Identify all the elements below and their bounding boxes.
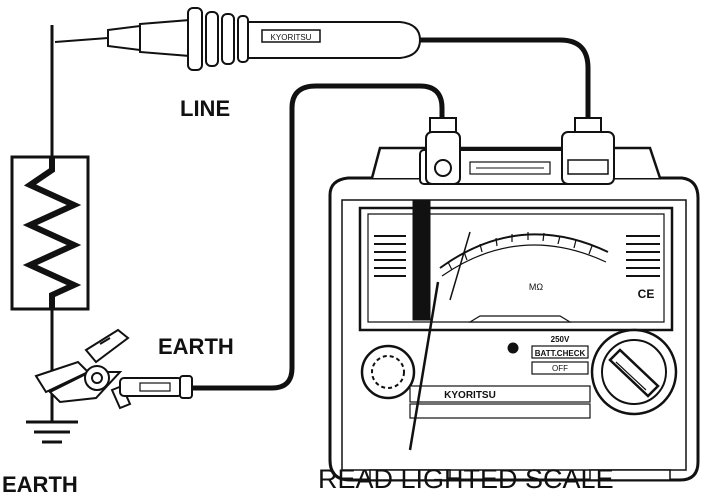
meter-scale-unit: MΩ <box>529 282 543 292</box>
earth-ground-label: EARTH <box>2 472 78 497</box>
meter-ce-mark: CE <box>638 287 655 301</box>
earth-clip <box>34 328 193 410</box>
earth-lead-wire <box>192 83 445 391</box>
meter-voltage-label: 250V <box>551 335 570 344</box>
meter-brand-label: KYORITSU <box>444 390 496 401</box>
ground-symbol <box>26 395 78 444</box>
line-lead-wire <box>420 37 591 120</box>
insulation-tester-meter <box>328 117 700 482</box>
line-probe: KYORITSU <box>54 7 422 71</box>
meter-off-label: OFF <box>552 364 568 373</box>
resistor-symbol <box>10 155 90 311</box>
read-lighted-scale-label: READ LIGHTED SCALE <box>318 464 614 494</box>
earth-lead-label: EARTH <box>158 334 234 359</box>
meter-batt-check-label: BATT.CHECK <box>535 349 586 358</box>
line-label: LINE <box>180 96 230 121</box>
svg-text:KYORITSU: KYORITSU <box>271 33 312 42</box>
read-scale-pointer <box>408 281 440 451</box>
